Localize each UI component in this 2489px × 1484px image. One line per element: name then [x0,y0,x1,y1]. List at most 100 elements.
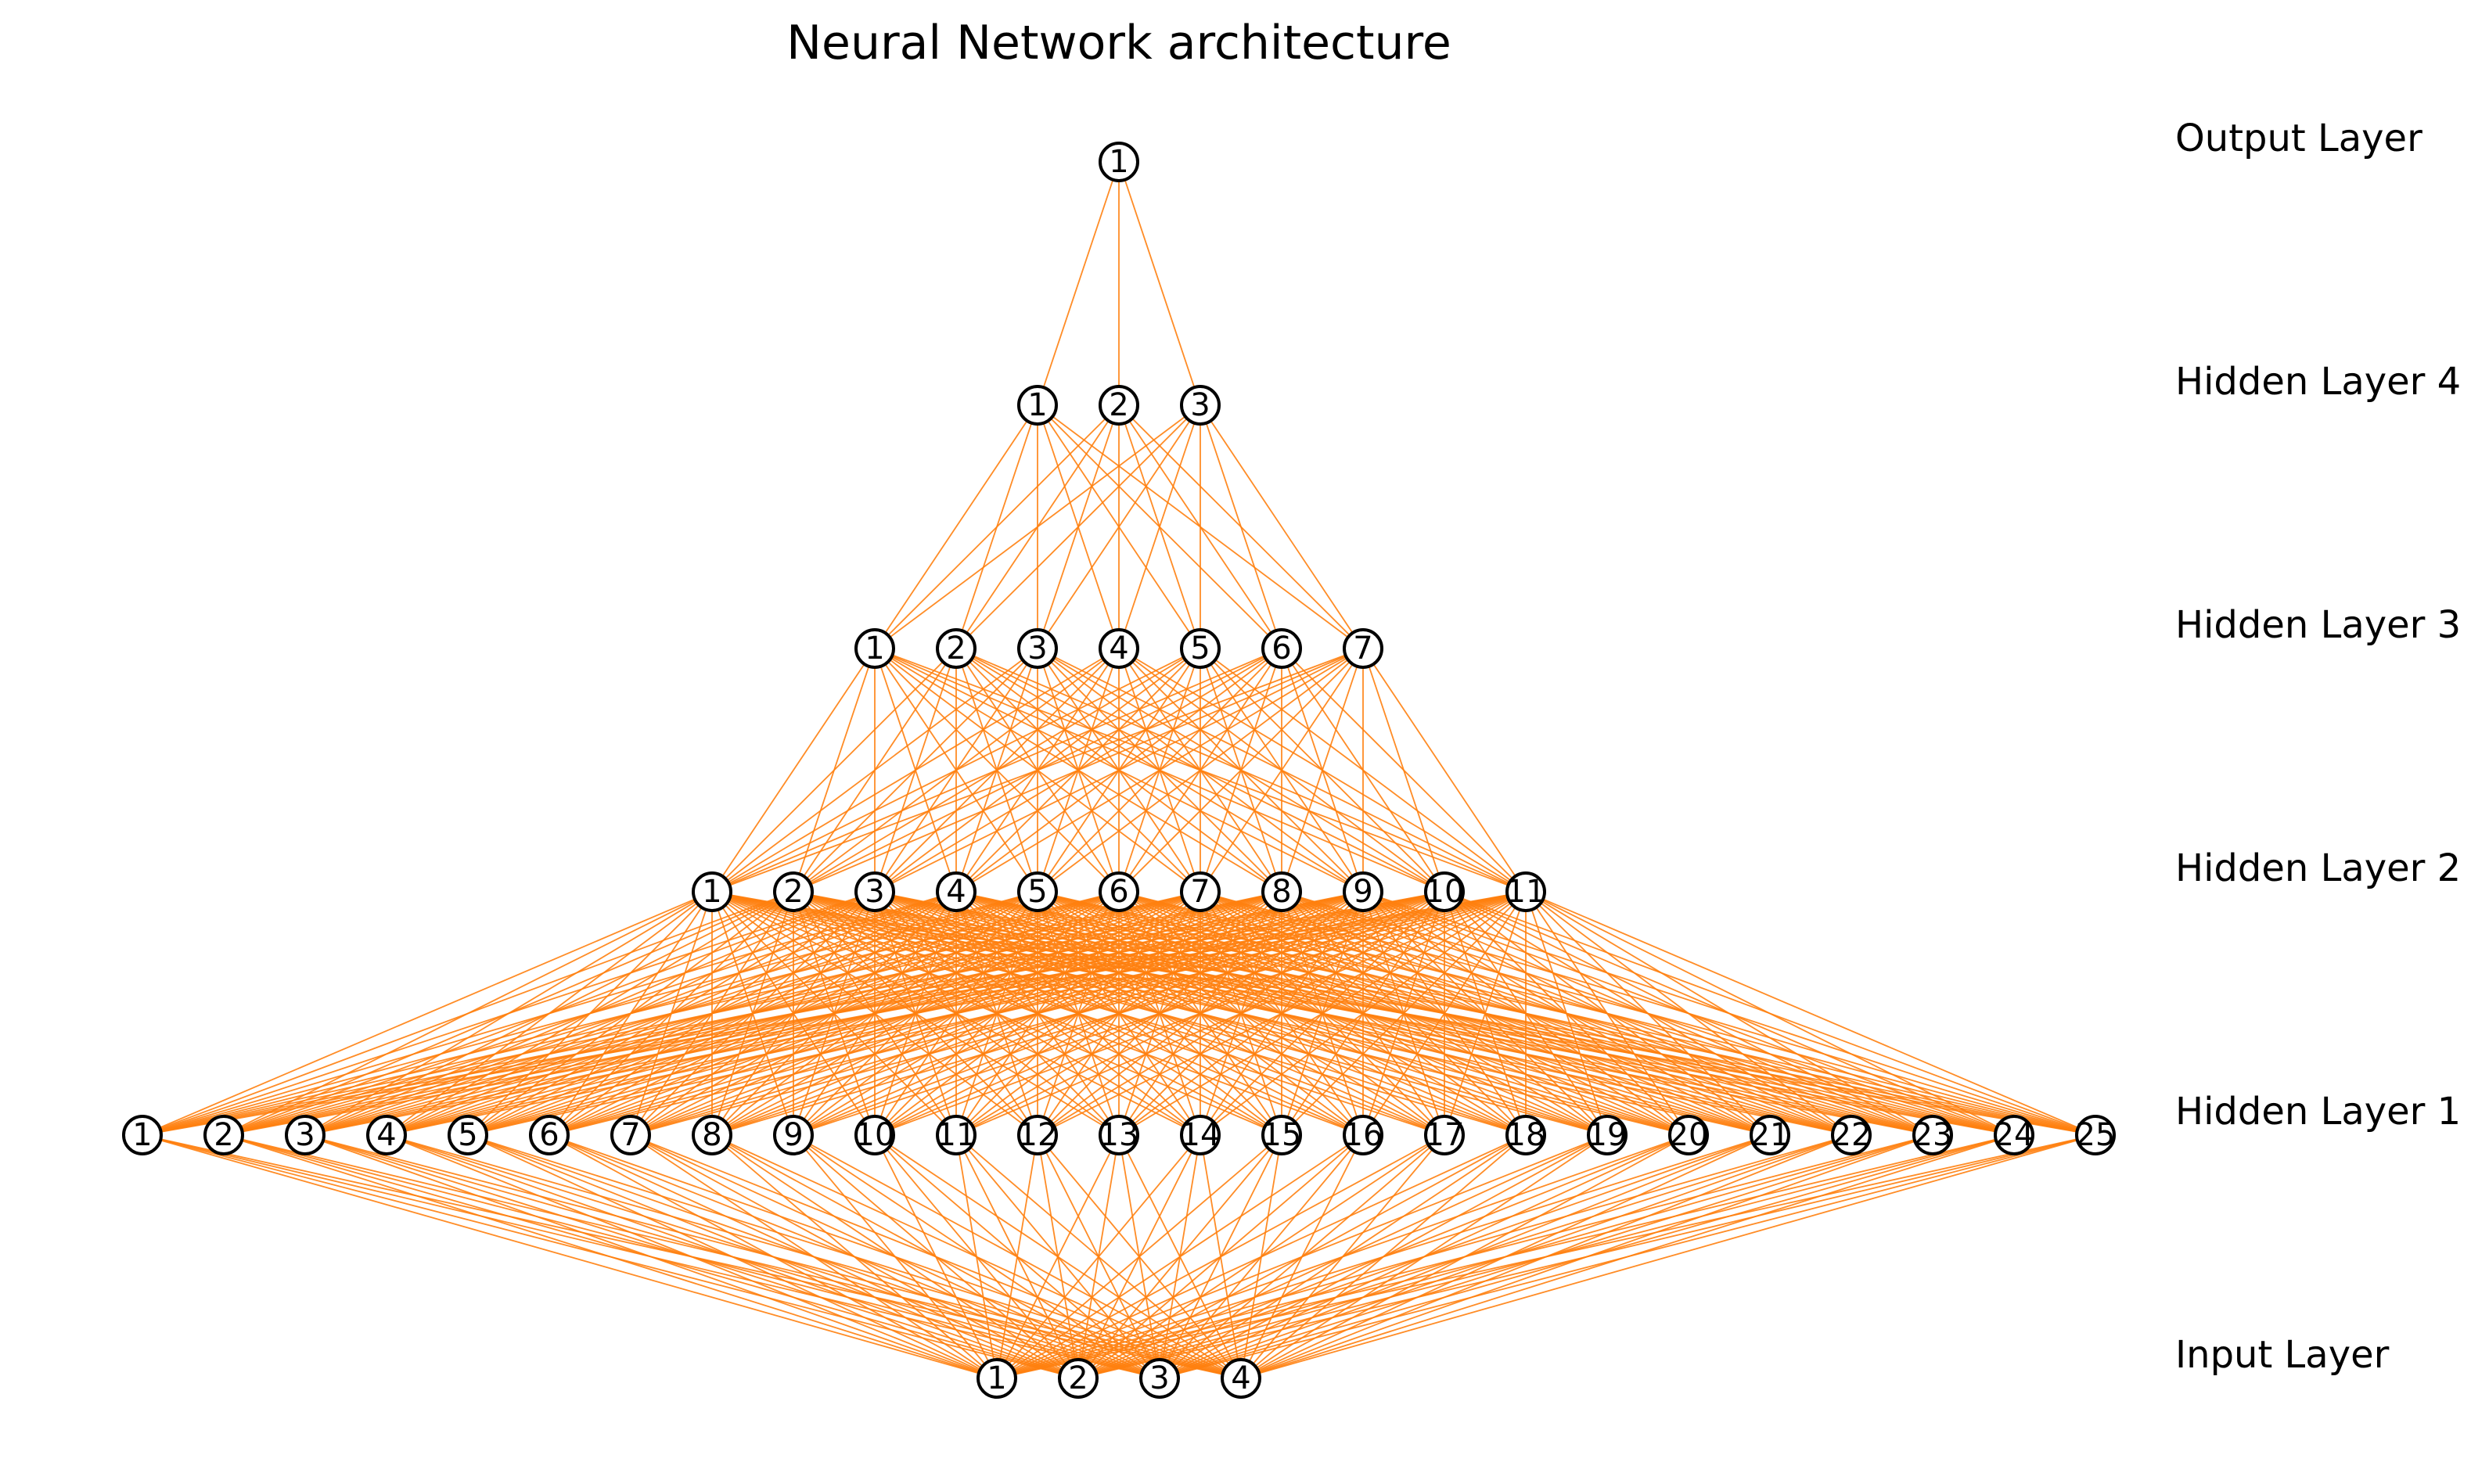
edge-l4n8-l5n1 [142,891,1282,1136]
neuron-index-label: 7 [620,1117,640,1153]
neuron-layer4-node6: 6 [1099,871,1139,912]
edge-l5n25-l6n2 [1077,1134,2096,1379]
neuron-index-label: 10 [855,1117,895,1153]
neuron-layer4-node11: 11 [1505,871,1546,912]
edge-l4n11-l5n20 [1525,891,1689,1136]
neuron-layer4-node5: 5 [1017,871,1058,912]
neuron-circle [1017,628,1058,669]
neuron-layer5-node24: 24 [1994,1115,2034,1155]
edge-l2n3-l3n3 [1037,404,1201,649]
neuron-layer6-node2: 2 [1058,1358,1099,1399]
edge-l2n3-l3n1 [874,404,1201,649]
neuron-layer4-node3: 3 [854,871,895,912]
neuron-circle [1139,1358,1180,1399]
edge-l4n11-l5n5 [467,891,1527,1136]
neuron-layer6-node4: 4 [1221,1358,1261,1399]
neuron-layer5-node25: 25 [2075,1115,2116,1155]
neuron-layer3-node7: 7 [1343,628,1383,669]
neuron-circle [1099,385,1139,426]
edge-l4n11-l5n13 [1118,891,1527,1136]
neuron-layer3-node1: 1 [854,628,895,669]
neuron-layer5-node2: 2 [203,1115,244,1155]
edge-l5n2-l6n1 [223,1134,998,1379]
neuron-layer4-node2: 2 [773,871,814,912]
edge-l2n1-l3n1 [874,404,1038,649]
neuron-circle [529,1115,570,1155]
edge-l3n6-l4n1 [711,648,1282,893]
neuron-index-label: 1 [987,1360,1006,1396]
neuron-layer3-node6: 6 [1261,628,1302,669]
edge-l5n18-l6n1 [996,1134,1527,1379]
edge-l5n8-l6n1 [711,1134,998,1379]
neuron-circle [1261,1115,1302,1155]
edge-l5n5-l6n1 [467,1134,998,1379]
neuron-index-label: 1 [132,1117,152,1153]
edge-l5n25-l6n4 [1240,1134,2096,1379]
neuron-index-label: 2 [214,1117,233,1153]
edge-l5n11-l6n1 [955,1134,998,1379]
edge-l4n11-l5n9 [793,891,1527,1136]
neuron-index-label: 3 [1149,1360,1169,1396]
neuron-layer5-node7: 7 [610,1115,651,1155]
layer-label-3: Hidden Layer 3 [2175,603,2461,647]
neuron-index-label: 4 [376,1117,396,1153]
edge-l4n3-l5n1 [142,891,876,1136]
edge-l5n19-l6n1 [996,1134,1608,1379]
edge-l5n20-l6n1 [996,1134,1689,1379]
edge-l1n1-l2n1 [1037,161,1120,406]
neuron-circle [122,1115,163,1155]
neuron-index-label: 19 [1588,1117,1628,1153]
neuron-circle [854,628,895,669]
edge-l4n11-l5n21 [1525,891,1771,1136]
edge-l5n22-l6n1 [996,1134,1852,1379]
edge-l4n5-l5n1 [142,891,1038,1136]
edge-l4n7-l5n1 [142,891,1201,1136]
neuron-circle [1099,1115,1139,1155]
neuron-layer1-node1: 1 [1099,142,1139,182]
neuron-index-label: 11 [937,1117,977,1153]
edge-l3n7-l4n4 [955,648,1364,893]
neuron-index-label: 2 [946,631,966,667]
neuron-layer4-node8: 8 [1261,871,1302,912]
neuron-circle [285,1115,326,1155]
edge-l4n11-l5n1 [142,891,1527,1136]
neuron-layer5-node5: 5 [448,1115,488,1155]
neuron-index-label: 1 [702,874,721,910]
neuron-index-label: 12 [1018,1117,1058,1153]
neuron-index-label: 3 [295,1117,315,1153]
edge-l3n7-l4n8 [1281,648,1364,893]
neuron-circle [1017,1115,1058,1155]
edge-l2n3-l3n4 [1118,404,1201,649]
neuron-layer4-node4: 4 [936,871,977,912]
neuron-layer5-node21: 21 [1750,1115,1790,1155]
neuron-index-label: 8 [702,1117,721,1153]
edge-l4n11-l5n17 [1444,891,1527,1136]
neuron-layer5-node20: 20 [1668,1115,1709,1155]
edge-l2n3-l3n6 [1200,404,1282,649]
edge-l4n11-l5n16 [1362,891,1527,1136]
neuron-layer5-node12: 12 [1017,1115,1058,1155]
edge-l3n7-l4n2 [793,648,1364,893]
edge-l4n9-l5n1 [142,891,1364,1136]
neuron-circle [1058,1358,1099,1399]
neuron-circle [936,628,977,669]
neuron-layer5-node19: 19 [1587,1115,1628,1155]
edge-l5n17-l6n1 [996,1134,1445,1379]
neuron-index-label: 8 [1271,874,1291,910]
layer-label-4: Hidden Layer 2 [2175,846,2461,890]
diagram-title: Neural Network architecture [786,16,1451,70]
neuron-circle [1221,1358,1261,1399]
neuron-circle [1180,871,1221,912]
edge-l4n11-l5n4 [386,891,1527,1136]
neuron-circle [1505,871,1546,912]
edge-l2n3-l3n7 [1200,404,1364,649]
neuron-circle [203,1115,244,1155]
edge-l3n4-l4n1 [711,648,1120,893]
edge-l5n6-l6n1 [549,1134,998,1379]
edge-l5n21-l6n1 [996,1134,1771,1379]
neuron-circle [692,871,732,912]
edge-l3n7-l4n6 [1118,648,1364,893]
edge-l5n15-l6n1 [996,1134,1282,1379]
